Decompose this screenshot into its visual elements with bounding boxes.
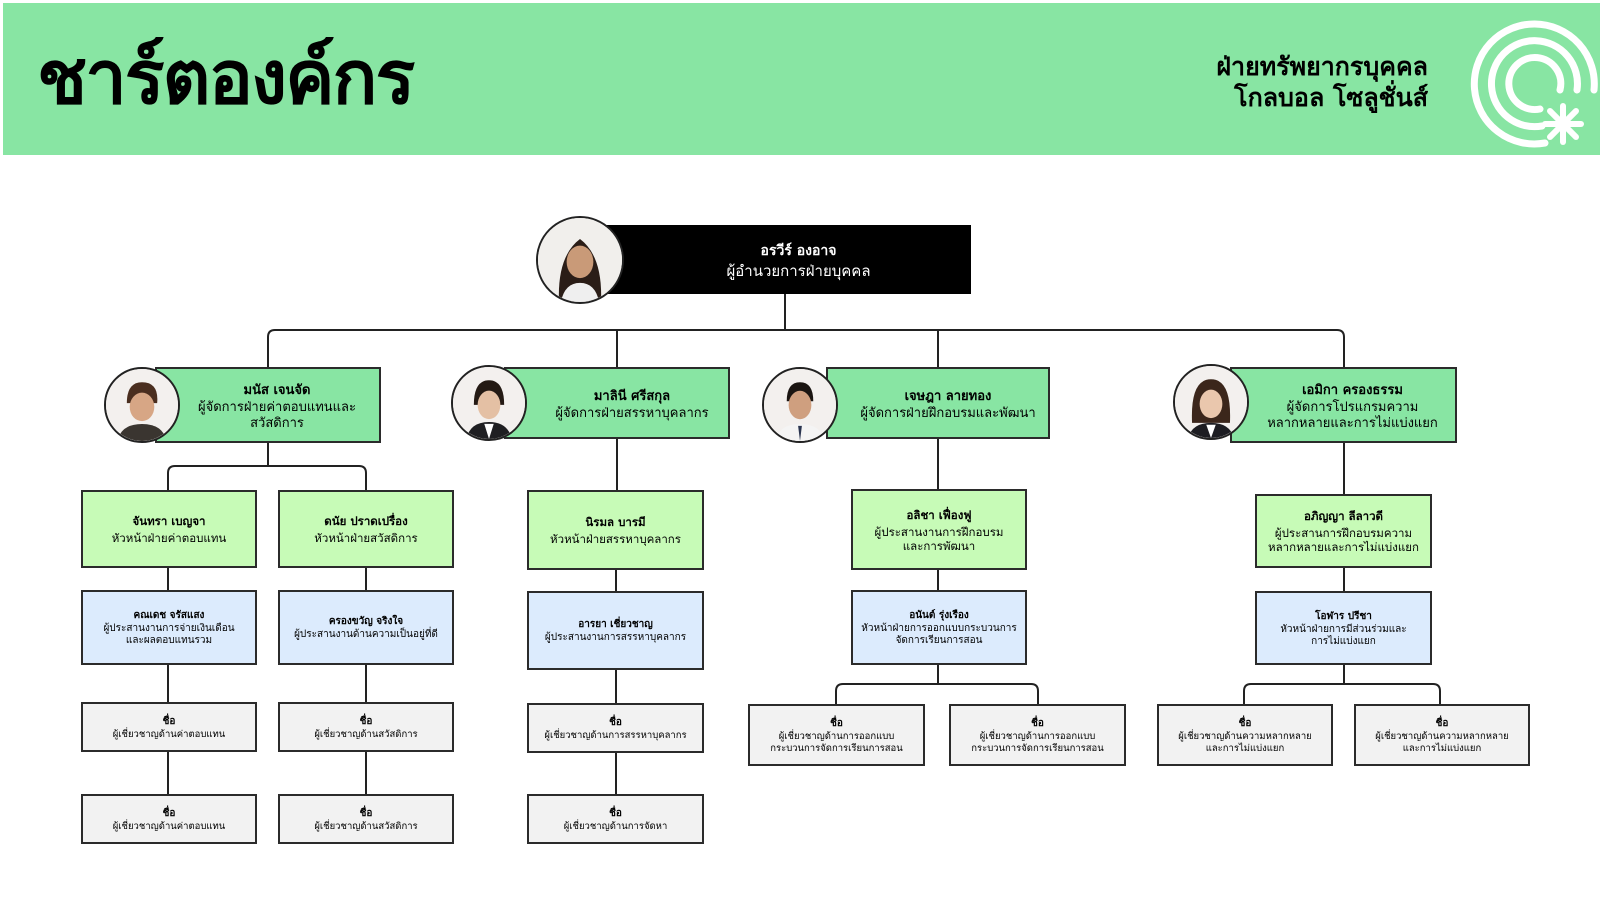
- lead-role: ผู้ประสานงานการฝึกอบรม และการพัฒนา: [874, 524, 1004, 553]
- team-lead-card: ดนัย ปราดเปรื่อง หัวหน้าฝ่ายสวัสดิการ: [278, 490, 454, 568]
- department-label: ฝ่ายทรัพยากรบุคคล โกลบอล โซลูชั่นส์: [1216, 51, 1428, 113]
- specialist-name: ชื่อ: [609, 807, 622, 819]
- coordinator-role: ผู้ประสานงานด้านความเป็นอยู่ที่ดี: [294, 629, 438, 640]
- coordinator-name: ครองขวัญ จริงใจ: [328, 616, 404, 627]
- specialist-card: ชื่อ ผู้เชี่ยวชาญด้านการออกแบบ กระบวนการ…: [949, 704, 1126, 766]
- specialist-role: ผู้เชี่ยวชาญด้านค่าตอบแทน: [112, 728, 226, 740]
- lead-role: ผู้ประสานการฝึกอบรมความ หลากหลายและการไม…: [1268, 526, 1419, 554]
- lead-name: นิรมล บารมี: [585, 515, 646, 529]
- specialist-card: ชื่อ ผู้เชี่ยวชาญด้านการจัดหา: [527, 794, 704, 844]
- lead-name: ดนัย ปราดเปรื่อง: [324, 514, 408, 528]
- manager-card: มนัส เจนจัด ผู้จัดการฝ่ายค่าตอบแทนและ สว…: [155, 367, 381, 443]
- director-avatar: [536, 216, 624, 304]
- header-banner: ชาร์ตองค์กร ฝ่ายทรัพยากรบุคคล โกลบอล โซล…: [3, 3, 1600, 155]
- specialist-card: ชื่อ ผู้เชี่ยวชาญด้านการออกแบบ กระบวนการ…: [748, 704, 925, 766]
- coordinator-name: อารยา เชี่ยวชาญ: [578, 619, 653, 630]
- coordinator-card: ครองขวัญ จริงใจ ผู้ประสานงานด้านความเป็น…: [278, 590, 454, 665]
- lead-role: หัวหน้าฝ่ายสรรหาบุคลากร: [550, 532, 681, 546]
- team-lead-card: อลิชา เฟื่องฟู ผู้ประสานงานการฝึกอบรม แล…: [851, 489, 1027, 570]
- coordinator-role: ผู้ประสานงานการจ่ายเงินเดือน และผลตอบแทน…: [103, 623, 235, 646]
- specialist-name: ชื่อ: [359, 715, 373, 727]
- specialist-name: ชื่อ: [1238, 717, 1252, 729]
- lead-role: หัวหน้าฝ่ายสวัสดิการ: [314, 531, 418, 545]
- coordinator-card: คณเดช จรัสแสง ผู้ประสานงานการจ่ายเงินเดื…: [81, 590, 257, 665]
- team-lead-card: อภิญญา ลีลาวดี ผู้ประสานการฝึกอบรมความ ห…: [1255, 494, 1432, 568]
- manager-role: ผู้จัดการฝ่ายสรรหาบุคลากร: [555, 405, 709, 421]
- manager-role: ผู้จัดการฝ่ายฝึกอบรมและพัฒนา: [860, 405, 1036, 421]
- manager-card: มาลินี ศรีสกุล ผู้จัดการฝ่ายสรรหาบุคลากร: [504, 367, 730, 439]
- lead-name: อลิชา เฟื่องฟู: [906, 507, 972, 522]
- specialist-role: ผู้เชี่ยวชาญด้านความหลากหลาย และการไม่แบ…: [1375, 730, 1509, 754]
- manager-role: ผู้จัดการฝ่ายค่าตอบแทนและ สวัสดิการ: [197, 399, 357, 431]
- specialist-card: ชื่อ ผู้เชี่ยวชาญด้านค่าตอบแทน: [81, 794, 257, 844]
- lead-role: หัวหน้าฝ่ายค่าตอบแทน: [111, 531, 227, 545]
- coordinator-card: อารยา เชี่ยวชาญ ผู้ประสานงานการสรรหาบุคล…: [527, 591, 704, 670]
- specialist-card: ชื่อ ผู้เชี่ยวชาญด้านสวัสดิการ: [278, 702, 454, 752]
- coordinator-role: หัวหน้าฝ่ายการมีส่วนร่วมและ การไม่แบ่งแย…: [1280, 623, 1407, 647]
- specialist-role: ผู้เชี่ยวชาญด้านสวัสดิการ: [314, 820, 418, 832]
- specialist-card: ชื่อ ผู้เชี่ยวชาญด้านสวัสดิการ: [278, 794, 454, 844]
- specialist-card: ชื่อ ผู้เชี่ยวชาญด้านความหลากหลาย และการ…: [1157, 704, 1333, 766]
- specialist-name: ชื่อ: [830, 717, 843, 729]
- manager-name: มาลินี ศรีสกุล: [593, 388, 671, 404]
- manager-name: เอมิกา ครองธรรม: [1302, 382, 1403, 398]
- page-title: ชาร์ตองค์กร: [37, 35, 415, 121]
- specialist-card: ชื่อ ผู้เชี่ยวชาญด้านการสรรหาบุคลากร: [527, 703, 704, 753]
- department-name: ฝ่ายทรัพยากรบุคคล: [1216, 52, 1428, 81]
- director-card: อรวีร์ องอาจ ผู้อำนวยการฝ่ายบุคคล: [596, 225, 971, 294]
- manager-avatar: [1173, 364, 1249, 440]
- manager-card: เอมิกา ครองธรรม ผู้จัดการโปรแกรมความ หลา…: [1230, 367, 1457, 443]
- manager-avatar: [451, 365, 527, 441]
- coordinator-role: ผู้ประสานงานการสรรหาบุคลากร: [544, 632, 687, 643]
- specialist-name: ชื่อ: [162, 807, 176, 819]
- specialist-name: ชื่อ: [359, 807, 373, 819]
- specialist-name: ชื่อ: [1435, 717, 1449, 729]
- lead-name: อภิญญา ลีลาวดี: [1303, 509, 1384, 523]
- manager-name: มนัส เจนจัด: [243, 382, 311, 398]
- director-role: ผู้อำนวยการฝ่ายบุคคล: [726, 261, 871, 280]
- manager-role: ผู้จัดการโปรแกรมความ หลากหลายและการไม่แบ…: [1267, 399, 1438, 431]
- coordinator-card: อนันต์ รุ่งเรือง หัวหน้าฝ่ายการออกแบบกระ…: [851, 590, 1027, 665]
- specialist-role: ผู้เชี่ยวชาญด้านการจัดหา: [563, 820, 668, 832]
- specialist-role: ผู้เชี่ยวชาญด้านสวัสดิการ: [314, 728, 418, 740]
- manager-card: เจษฎา ลายทอง ผู้จัดการฝ่ายฝึกอบรมและพัฒน…: [826, 367, 1050, 439]
- specialist-name: ชื่อ: [162, 715, 176, 727]
- specialist-role: ผู้เชี่ยวชาญด้านค่าตอบแทน: [112, 820, 226, 832]
- team-lead-card: นิรมล บารมี หัวหน้าฝ่ายสรรหาบุคลากร: [527, 490, 704, 570]
- team-lead-card: จันทรา เบญจา หัวหน้าฝ่ายค่าตอบแทน: [81, 490, 257, 568]
- coordinator-name: คณเดช จรัสแสง: [133, 610, 205, 621]
- specialist-role: ผู้เชี่ยวชาญด้านการออกแบบ กระบวนการจัดกา…: [971, 730, 1104, 754]
- specialist-card: ชื่อ ผู้เชี่ยวชาญด้านค่าตอบแทน: [81, 702, 257, 752]
- concentric-arcs-asterisk-icon: [1470, 20, 1600, 151]
- coordinator-card: โอฬาร ปรีชา หัวหน้าฝ่ายการมีส่วนร่วมและ …: [1255, 591, 1432, 665]
- company-name: โกลบอล โซลูชั่นส์: [1234, 83, 1428, 112]
- coordinator-role: หัวหน้าฝ่ายการออกแบบกระบวนการ จัดการเรีย…: [861, 623, 1017, 646]
- director-name: อรวีร์ องอาจ: [760, 242, 837, 259]
- specialist-role: ผู้เชี่ยวชาญด้านการสรรหาบุคลากร: [544, 729, 687, 741]
- manager-avatar: [104, 367, 180, 443]
- specialist-name: ชื่อ: [1031, 717, 1044, 729]
- lead-name: จันทรา เบญจา: [132, 514, 206, 528]
- coordinator-name: อนันต์ รุ่งเรือง: [909, 610, 969, 621]
- specialist-name: ชื่อ: [609, 716, 622, 728]
- specialist-role: ผู้เชี่ยวชาญด้านการออกแบบ กระบวนการจัดกา…: [770, 730, 903, 754]
- specialist-role: ผู้เชี่ยวชาญด้านความหลากหลาย และการไม่แบ…: [1178, 730, 1312, 754]
- manager-avatar: [762, 367, 838, 443]
- specialist-card: ชื่อ ผู้เชี่ยวชาญด้านความหลากหลาย และการ…: [1354, 704, 1530, 766]
- manager-name: เจษฎา ลายทอง: [904, 388, 992, 404]
- coordinator-name: โอฬาร ปรีชา: [1315, 610, 1372, 622]
